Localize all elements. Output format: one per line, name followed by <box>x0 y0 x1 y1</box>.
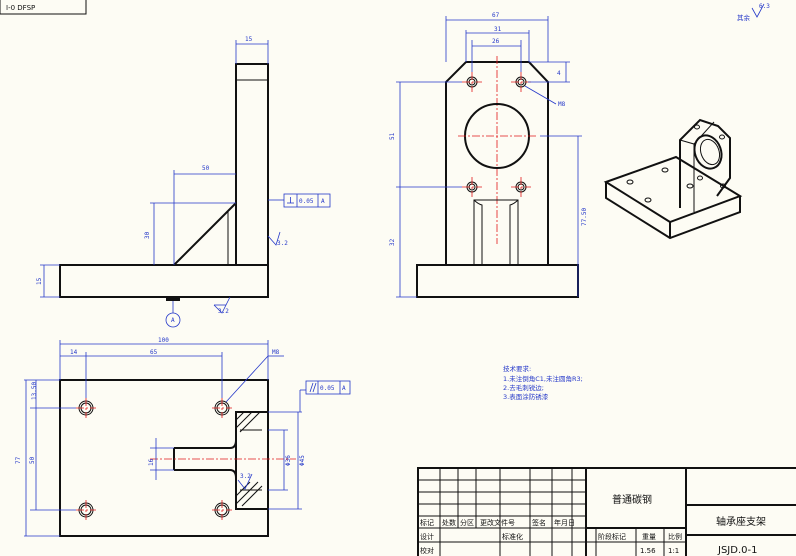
roughness-note: 其余 <box>737 13 751 22</box>
wall-section <box>235 411 269 510</box>
datum-circle <box>165 312 181 328</box>
front-view: 67 31 26 4 M8 51 32 77.50 <box>389 12 588 298</box>
holes-front <box>462 72 531 197</box>
base-plate-front <box>416 264 579 298</box>
section-hatch <box>235 411 263 507</box>
flatness-frame <box>283 193 331 208</box>
notes-line-2: 2.去毛刺锐边; <box>503 383 544 392</box>
tb-row-stage: 阶段标记 <box>598 532 626 541</box>
datum-label: A <box>171 317 175 324</box>
thread-label-front: M8 <box>558 101 566 108</box>
parallelism-frame <box>305 380 351 395</box>
dim-height-lower: 32 <box>389 238 396 246</box>
dim-dia2: Φ45 <box>299 455 306 466</box>
dim-dia1: Φ36 <box>285 455 292 466</box>
tb-header-change: 更改文件号 <box>480 518 515 527</box>
base-plate-side <box>59 264 269 298</box>
dim-height-upper: 51 <box>389 132 396 140</box>
tb-header-date: 年月日 <box>554 518 575 527</box>
roughness-side: 3.2 <box>277 240 288 247</box>
tb-row-weight: 重量 <box>642 533 656 541</box>
flatness-value: 0.05 <box>299 198 314 205</box>
vertical-wall-side <box>235 63 269 265</box>
slot-outline <box>473 199 519 266</box>
dim-hole-span: 31 <box>494 26 502 33</box>
dim-length: 100 <box>158 337 169 344</box>
tb-header-zone: 分区 <box>460 518 474 527</box>
dim-overall-width: 67 <box>492 12 500 19</box>
dim-base-thickness: 15 <box>36 277 43 285</box>
roughness-value: 6.3 <box>759 3 770 10</box>
tb-scale-value: 1:1 <box>668 547 679 555</box>
notes-line-3: 3.表面涂防锈漆 <box>503 392 549 401</box>
isometric-view <box>603 118 743 240</box>
upright-outline <box>445 61 549 265</box>
title-block: 标记 处数 分区 更改文件号 签名 年月日 设计 标准化 阶段标记 重量 比例 … <box>417 467 796 556</box>
tb-weight-value: 1.56 <box>640 547 656 555</box>
top-view: 100 14 65 13.50 77 50 16 Φ36 Φ45 M8 <box>15 337 351 537</box>
dim-edge-offset: 14 <box>70 349 78 356</box>
view-label: I-0 DFSP <box>6 4 35 12</box>
notes-heading: 技术要求: <box>503 364 531 373</box>
dim-left-width: 13.50 <box>31 382 38 400</box>
dim-depth: 77 <box>15 456 22 464</box>
gusset-edge <box>173 202 237 266</box>
view-label-box: I-0 DFSP <box>0 0 87 15</box>
roughness-general: 6.3 其余 <box>737 3 770 22</box>
tb-header-count: 处数 <box>442 518 456 527</box>
iso-base-top <box>603 155 743 224</box>
dim-gusset-height: 30 <box>144 231 151 239</box>
tb-row-design: 设计 <box>420 532 434 541</box>
tech-notes: 技术要求: 1.未注倒角C1,未注圆角R3; 2.去毛刺锐边; 3.表面涂防锈漆 <box>503 364 583 401</box>
dim-hole-span-top: 65 <box>150 349 158 356</box>
datum-triangle <box>166 297 180 301</box>
dim-slot-width: 16 <box>148 458 155 466</box>
tb-drawing-no: JSJD.0-1 <box>717 545 757 556</box>
tb-part-name: 轴承座支架 <box>716 515 766 528</box>
holes-top <box>76 398 232 520</box>
roughness-top: 3.2 <box>240 473 251 480</box>
tb-material: 普通碳钢 <box>612 493 652 506</box>
roughness-base: 3.2 <box>218 308 229 315</box>
parallelism-datum: A <box>342 385 346 392</box>
dim-overall-height: 77.50 <box>581 208 588 226</box>
dim-inner: 26 <box>492 38 500 45</box>
tb-row-scale: 比例 <box>668 532 682 541</box>
thread-label-top: M8 <box>272 349 280 356</box>
dim-gusset-width: 50 <box>202 165 210 172</box>
dim-top-width: 15 <box>245 36 253 43</box>
dim-top-offset: 4 <box>557 70 561 77</box>
iso-bore <box>693 134 723 170</box>
parallelism-value: 0.05 <box>320 385 335 392</box>
notes-line-1: 1.未注倒角C1,未注圆角R3; <box>503 374 583 383</box>
tb-header-mark: 标记 <box>420 518 434 527</box>
dim-hole-pitch: 50 <box>29 456 36 464</box>
tb-row-check: 校对 <box>420 546 434 555</box>
tb-row-std: 标准化 <box>502 532 523 541</box>
tb-header-sign: 签名 <box>532 518 546 527</box>
side-view: 15 50 30 15 0.05 A 3.2 A 3.2 <box>36 36 331 328</box>
flatness-datum: A <box>321 198 325 205</box>
